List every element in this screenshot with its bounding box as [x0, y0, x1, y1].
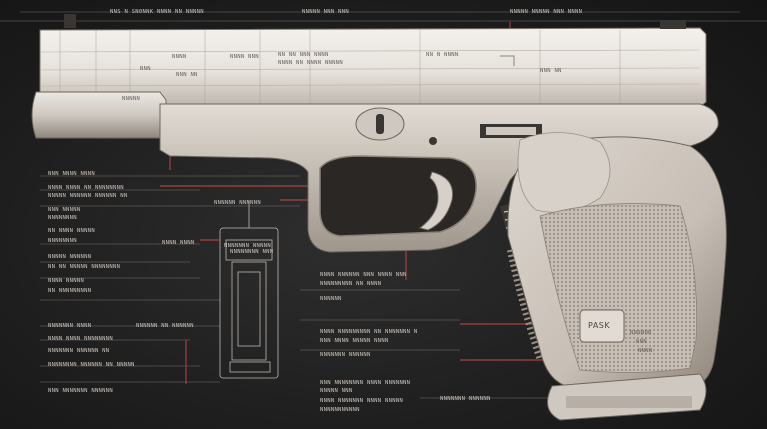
label-grip-side-1: NNNNNN — [630, 330, 652, 336]
label-left-7: NNNNNNNN — [48, 238, 77, 244]
label-right-3: NNNNNN — [320, 296, 342, 302]
label-grip-side-3: NNNN — [638, 348, 653, 354]
label-right-8: NNNNN NNN — [320, 388, 353, 394]
label-right-2: NNNNNNNNN NN NNNN — [320, 281, 382, 287]
label-left-16: NNN NNNNNNN NNNNNN — [48, 388, 114, 394]
label-mid-1: NNNNNN NNNNNN — [214, 200, 261, 206]
label-mid-3: NNNNNNN NNNNN — [224, 243, 271, 249]
label-right-9: NNNN NNNNNNN NNNN NNNNN — [320, 398, 404, 404]
label-left-1: NNN NNNN NNNN — [48, 171, 95, 177]
label-slide-e: NN NN NNN NNNN — [278, 52, 329, 58]
label-left-11: NN NNNNNNNNN — [48, 288, 92, 294]
label-slide-b: NNN — [140, 66, 151, 72]
label-left-4: NNN NNNNN — [48, 207, 81, 213]
label-slide-a: NNNN — [172, 54, 187, 60]
label-frame-mark: NNNNN — [122, 96, 141, 102]
label-slide-g: NN N NNNN — [426, 52, 459, 58]
label-left-13: NNNN NNNN NNNNNNNN — [48, 336, 114, 342]
label-grip-side-2: NNN — [636, 339, 647, 345]
label-left-9: NN NN NNNNN NNNNNNNN — [48, 264, 121, 270]
label-right-10: NNNNNNNNNNN — [320, 407, 360, 413]
label-mid-4: NNNNNN NN NNNNNN — [136, 323, 194, 329]
label-left-14: NNNNNNN NNNNNN NN — [48, 348, 110, 354]
label-mid-2: NNNN NNNN — [162, 240, 195, 246]
label-left-2: NNNN NNNN NN NNNNNNNN — [48, 185, 124, 191]
label-left-3: NNNNN NNNNNN NNNNNN NN — [48, 193, 128, 199]
label-right-6: NNNNNNN NNNNNN — [320, 352, 371, 358]
label-top-right: NNNNN NNNNN NNN NNNN — [510, 9, 583, 15]
label-slide-h: NNN NN — [540, 68, 562, 74]
pistol-grip — [507, 132, 727, 421]
label-right-7: NNN NNNNNNNN NNNN NNNNNNN — [320, 380, 411, 386]
label-left-15: NNNNNNNN NNNNNN NN NNNNN — [48, 362, 135, 368]
label-slide-d: NNNN NNN — [230, 54, 259, 60]
label-left-8: NNNNN NNNNNN — [48, 254, 92, 260]
label-mid-5: NNNNNNNN NNN — [230, 249, 274, 255]
label-left-5: NNNNNNNN — [48, 215, 77, 221]
label-slide-f: NNNN NN NNNN NNNNN — [278, 60, 344, 66]
label-left-6: NN NNNN NNNNN — [48, 228, 95, 234]
magazine-schematic — [219, 200, 279, 379]
label-right-5: NNN NNNN NNNNN NNNN — [320, 338, 389, 344]
label-right-11: NNNNNNN NNNNNN — [440, 396, 491, 402]
label-left-10: NNNN NNNNN — [48, 278, 85, 284]
label-right-4: NNNN NNNNNNNNN NN NNNNNNN N — [320, 329, 418, 335]
label-left-12: NNNNNNN NNNN — [48, 323, 92, 329]
label-slide-c: NNN NN — [176, 72, 198, 78]
grip-badge-text: PASK — [588, 321, 611, 330]
label-top-left: NNS N SN0NNK NNNN NN NNNNN — [110, 9, 204, 15]
label-top-mid: NNNNN NNN NNN — [302, 9, 349, 15]
label-right-1: NNNN NNNNNN NNN NNNN NNN — [320, 272, 407, 278]
